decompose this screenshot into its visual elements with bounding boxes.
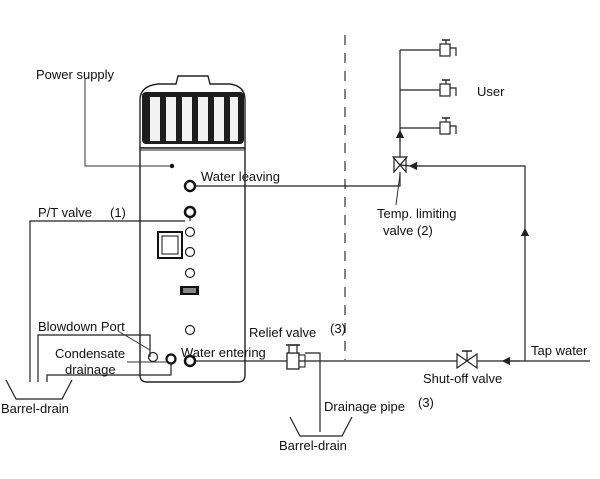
user-tap-1 — [400, 39, 457, 57]
label-relief-valve-ref: (3) — [330, 321, 346, 336]
label-drainage-pipe-ref: (3) — [418, 395, 434, 410]
label-temp-limiting-2: valve (2) — [383, 223, 433, 238]
unit-port-6 — [184, 324, 196, 336]
water-leaving-port — [183, 179, 197, 193]
label-barrel-drain-left: Barrel-drain — [1, 401, 69, 416]
label-shutoff-valve: Shut-off valve — [423, 371, 502, 386]
relief-valve — [286, 344, 306, 370]
temp-limiting-valve — [391, 156, 411, 174]
label-water-leaving: Water leaving — [201, 169, 280, 184]
power-supply-leader — [84, 78, 170, 167]
label-pt-valve-ref: (1) — [110, 205, 126, 220]
label-drainage-pipe: Drainage pipe — [324, 399, 405, 414]
drainage-pipe — [305, 352, 321, 432]
power-supply-point — [169, 163, 175, 169]
label-barrel-drain-bottom: Barrel-drain — [279, 438, 347, 453]
label-condensate: Condensate — [55, 346, 125, 361]
label-relief-valve: Relief valve — [249, 325, 316, 340]
unit-top-ribs — [142, 92, 244, 144]
label-drainage: drainage — [65, 362, 116, 377]
pt-valve-pipe — [29, 220, 185, 382]
unit-body — [139, 147, 246, 383]
user-tap-3 — [400, 117, 457, 135]
barrel-drain-bottom — [289, 416, 353, 437]
label-user: User — [477, 84, 505, 99]
shutoff-valve — [456, 350, 478, 370]
condensate-port — [165, 353, 177, 365]
blowdown-pipe — [37, 334, 151, 382]
unit-port-5 — [184, 267, 196, 279]
unit-port-3 — [184, 226, 196, 238]
label-pt-valve: P/T valve — [38, 205, 92, 220]
pt-valve-port — [183, 205, 197, 219]
unit-port-4 — [184, 246, 196, 258]
label-power-supply: Power supply — [36, 67, 115, 82]
user-tap-2 — [400, 79, 457, 97]
barrel-drain-left — [5, 379, 73, 400]
label-blowdown-port: Blowdown Port — [38, 319, 125, 334]
label-temp-limiting: Temp. limiting — [377, 206, 456, 221]
water-heater-unit — [139, 75, 246, 383]
cold-supply-riser — [410, 165, 526, 361]
label-water-entering: Water entering — [181, 345, 266, 360]
condensate-pipe — [46, 364, 172, 382]
label-tap-water: Tap water — [531, 343, 588, 358]
